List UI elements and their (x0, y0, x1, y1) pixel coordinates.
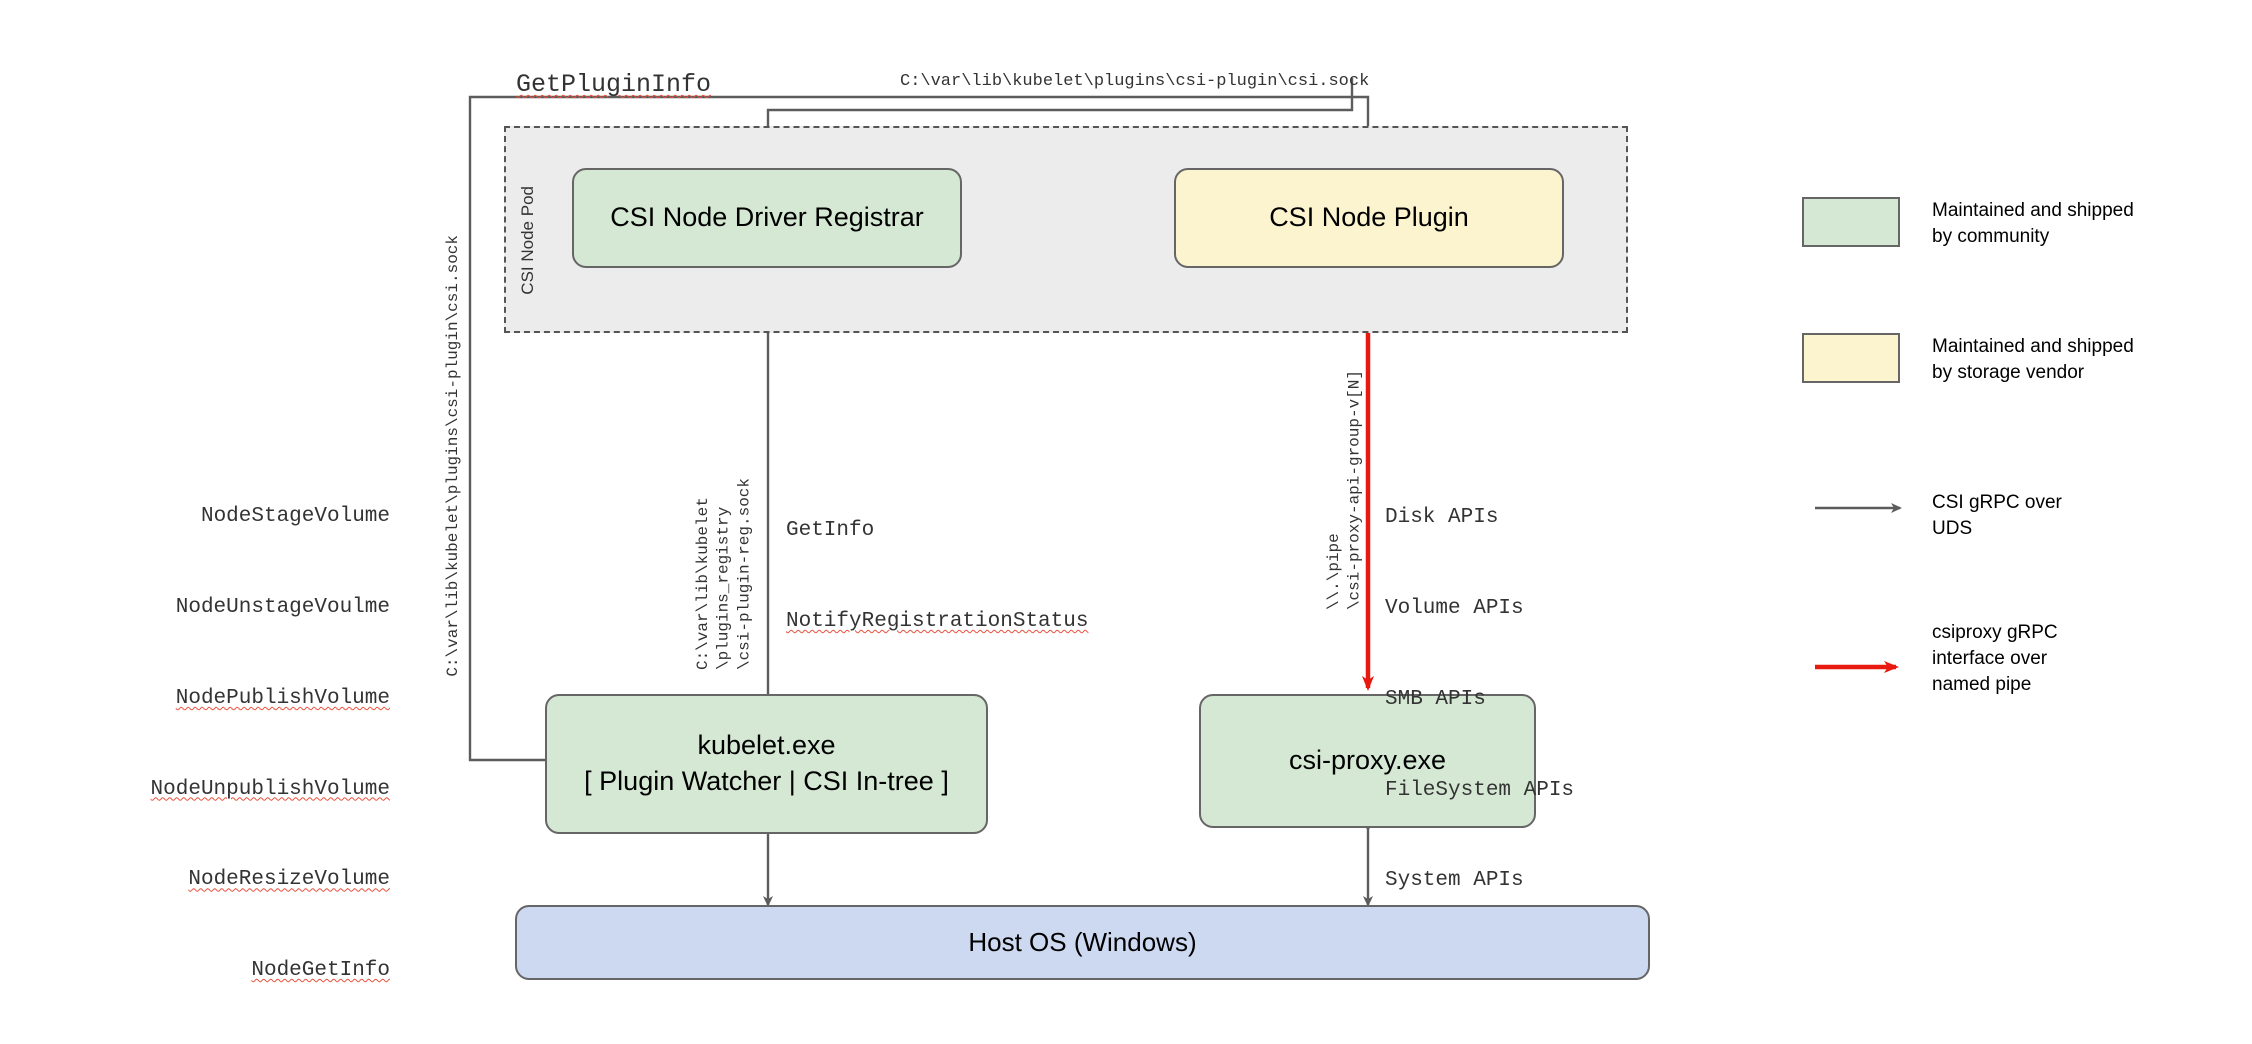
legend-community-line1: Maintained and shipped (1932, 200, 2134, 221)
csi-node-pod-label: CSI Node Pod (518, 186, 537, 295)
node-api-item: NodeUnpublishVolume (150, 777, 390, 801)
node-csi-proxy-exe-label: csi-proxy.exe (1288, 745, 1447, 776)
node-csi-node-plugin-label: CSI Node Plugin (1269, 202, 1469, 233)
node-service-api-list: NodeStageVolume NodeUnstageVoulme NodePu… (80, 442, 390, 1044)
label-plugin-socket-path: C:\var\lib\kubelet\plugins\csi-plugin\cs… (900, 72, 1370, 91)
registrar-call-get-info: GetInfo (786, 519, 875, 543)
csi-proxy-api-item: SMB APIs (1385, 687, 1486, 711)
label-get-plugin-info: GetPluginInfo (516, 70, 712, 99)
legend-vendor-line1: Maintained and shipped (1932, 336, 2134, 357)
node-csi-node-driver-registrar[interactable]: CSI Node Driver Registrar (572, 168, 962, 268)
csi-proxy-api-item: FileSystem APIs (1385, 778, 1575, 802)
csi-proxy-api-item: System APIs (1385, 869, 1524, 893)
legend-swatch-community (1802, 197, 1900, 247)
node-api-item: NodeStageVolume (200, 505, 390, 529)
legend-pipe-line1: csiproxy gRPC (1932, 622, 2058, 643)
registry-path-line-3: \csi-plugin-reg.sock (735, 478, 754, 671)
legend-text-storage-vendor: Maintained and shipped by storage vendor (1932, 334, 2222, 386)
label-plugin-socket-path-vertical: C:\var\lib\kubelet\plugins\csi-plugin\cs… (444, 235, 462, 677)
node-kubelet-exe[interactable]: kubelet.exe [ Plugin Watcher | CSI In-tr… (545, 694, 988, 834)
node-api-item: NodeUnstageVoulme (175, 596, 390, 620)
csi-proxy-api-item: Volume APIs (1385, 597, 1524, 621)
registry-path-line-1: C:\var\lib\kubelet (693, 497, 712, 671)
named-pipe-line-2: \csi-proxy-api-group-v[N] (1345, 370, 1364, 611)
registrar-call-notify-registration-status: NotifyRegistrationStatus (786, 610, 1089, 634)
label-registrar-calls: GetInfo NotifyRegistrationStatus (786, 456, 1088, 698)
legend-uds-line2: UDS (1932, 518, 1973, 540)
legend-uds-line1: CSI gRPC over (1932, 492, 2062, 513)
label-named-pipe-vertical: \\.\pipe \csi-proxy-api-group-v[N] (1303, 370, 1386, 648)
legend-pipe-line2: interface over (1932, 648, 2048, 670)
node-csi-node-plugin[interactable]: CSI Node Plugin (1174, 168, 1564, 268)
legend-text-community: Maintained and shipped by community (1932, 198, 2222, 250)
legend-vendor-line2: by storage vendor (1932, 362, 2085, 384)
node-kubelet-exe-line2: [ Plugin Watcher | CSI In-tree ] (584, 766, 949, 796)
node-csi-proxy-exe[interactable]: csi-proxy.exe (1199, 694, 1536, 828)
csi-proxy-api-item: Disk APIs (1385, 506, 1499, 530)
node-host-os-label: Host OS (Windows) (968, 927, 1197, 958)
node-host-os[interactable]: Host OS (Windows) (515, 905, 1650, 980)
legend-text-csi-grpc-uds: CSI gRPC over UDS (1932, 490, 2222, 542)
label-registry-socket-path-vertical: C:\var\lib\kubelet \plugins_registry \cs… (672, 478, 776, 708)
registry-path-line-2: \plugins_registry (714, 506, 733, 671)
node-csi-node-driver-registrar-label: CSI Node Driver Registrar (610, 202, 924, 233)
node-api-item: NodeGetInfo (251, 958, 390, 982)
node-api-item: NodePublishVolume (175, 686, 390, 710)
node-kubelet-exe-line1: kubelet.exe (697, 730, 836, 761)
csi-proxy-api-group-list: Disk APIs Volume APIs SMB APIs FileSyste… (1385, 443, 1574, 957)
node-api-item: NodeResizeVolume (188, 868, 390, 892)
legend-swatch-storage-vendor (1802, 333, 1900, 383)
legend-pipe-line3: named pipe (1932, 674, 2032, 696)
legend-community-line2: by community (1932, 226, 2050, 248)
legend-text-csiproxy-named-pipe: csiproxy gRPC interface over named pipe (1932, 620, 2222, 699)
named-pipe-line-1: \\.\pipe (1324, 533, 1343, 611)
